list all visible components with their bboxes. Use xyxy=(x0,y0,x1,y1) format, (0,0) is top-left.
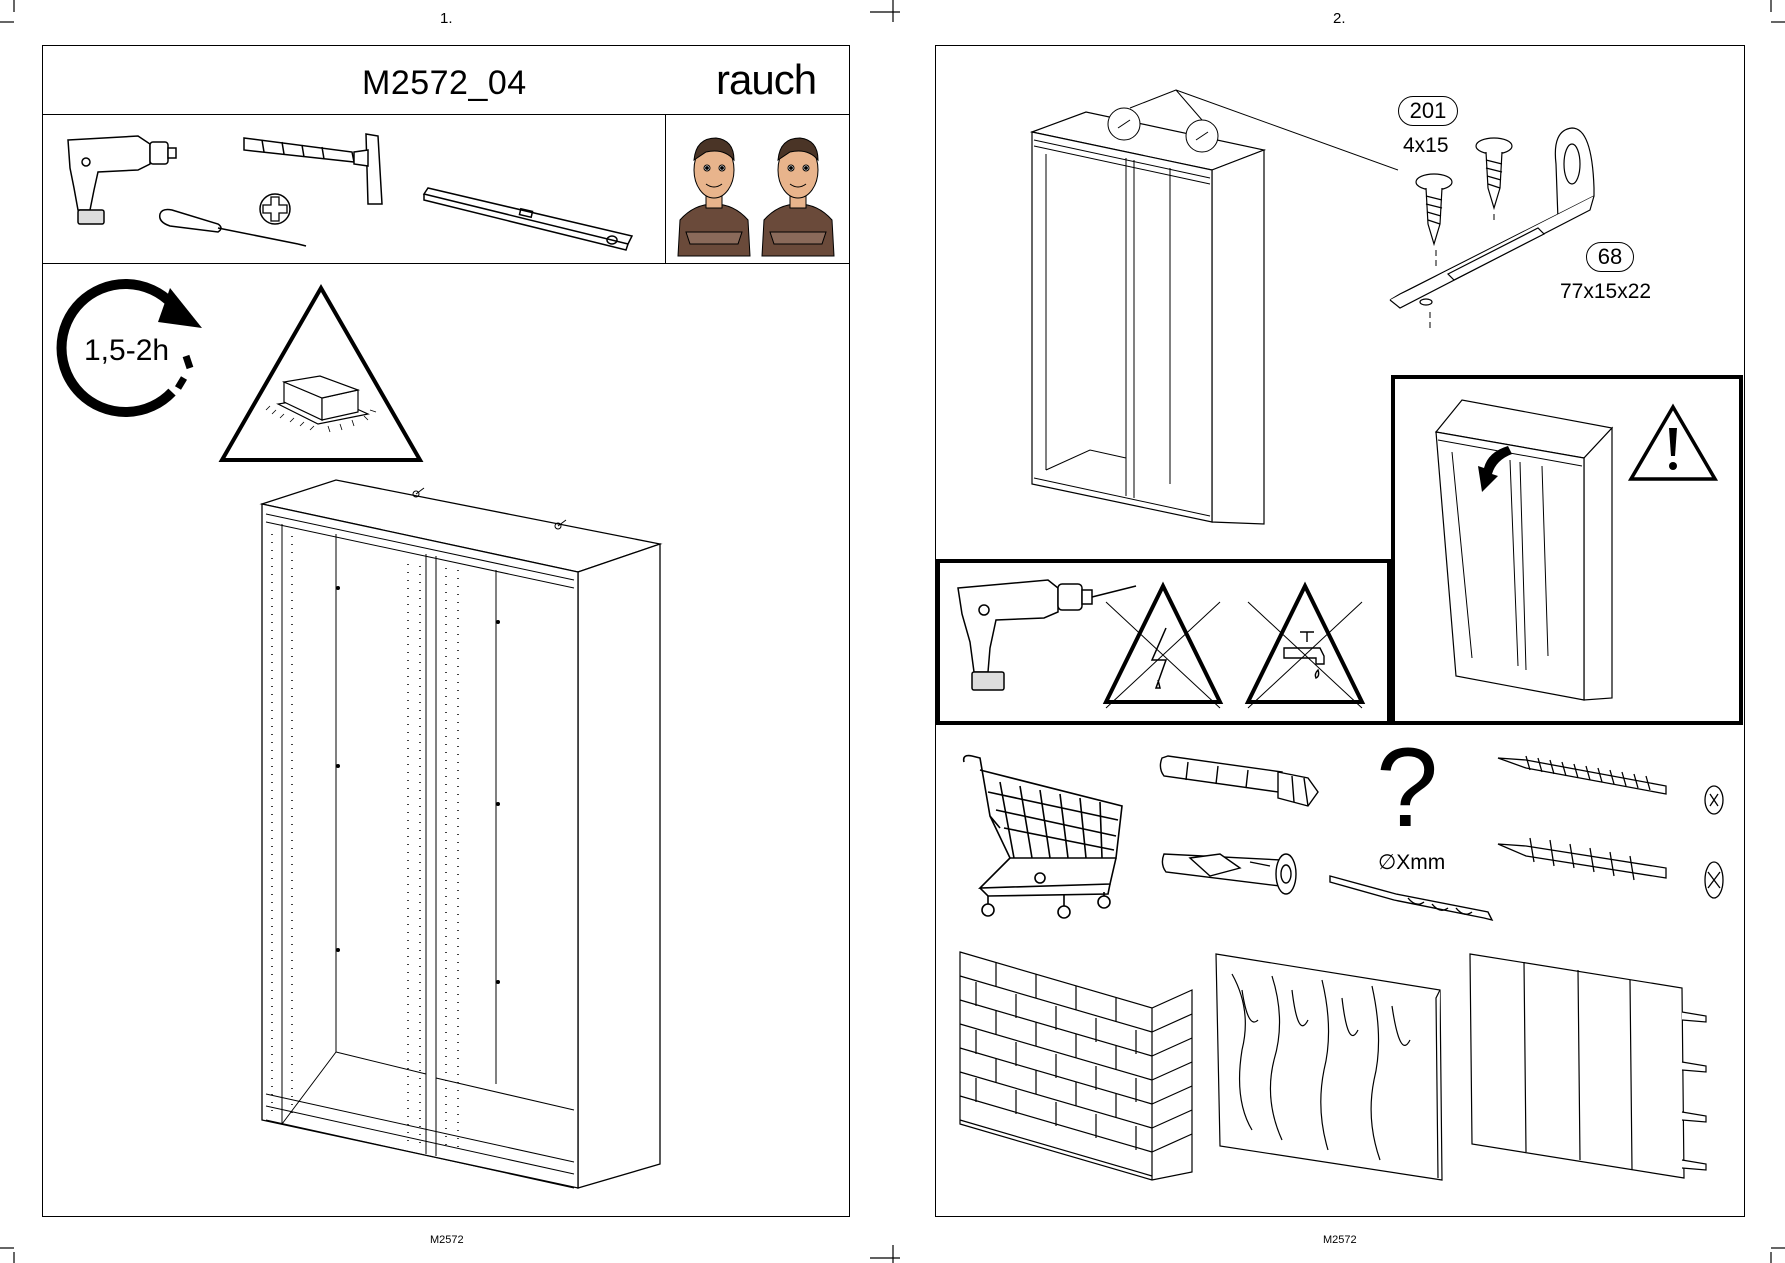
page-footer-left: M2572 xyxy=(430,1234,464,1246)
wood-panel-wall-icon xyxy=(1215,953,1443,1181)
wood-screw-icon xyxy=(1497,755,1724,815)
spirit-level-icon xyxy=(422,187,634,251)
wardrobe-carcass-drawing xyxy=(259,479,663,1189)
drilling-warning-panel xyxy=(936,559,1391,725)
page-number-right: 2. xyxy=(1333,10,1346,27)
right-page-frame xyxy=(935,45,1745,1217)
drill-icon xyxy=(67,135,177,225)
header-divider xyxy=(42,114,850,115)
tools-persons-divider xyxy=(665,114,666,263)
model-number: M2572_04 xyxy=(362,64,527,102)
drill-bit-icon xyxy=(1329,875,1494,922)
wall-plug-ribbed-icon xyxy=(1159,755,1319,807)
brick-wall-icon xyxy=(959,951,1193,1181)
tipping-wardrobe-drawing xyxy=(1434,399,1614,701)
page-footer-right: M2572 xyxy=(1323,1234,1357,1246)
wardrobe-top-view-drawing xyxy=(1029,89,1399,525)
shopping-cart-icon xyxy=(962,754,1123,919)
part-201-label: 201 xyxy=(1398,96,1458,126)
plasterboard-wall-icon xyxy=(1469,953,1707,1179)
electric-hazard-crossed-icon xyxy=(1102,581,1224,709)
phillips-head-icon xyxy=(259,193,291,225)
masonry-screw-icon xyxy=(1497,837,1724,899)
hammer-icon xyxy=(243,133,383,205)
part-201-size: 4x15 xyxy=(1403,134,1449,157)
water-pipe-hazard-crossed-icon xyxy=(1244,581,1366,709)
two-persons-icon xyxy=(677,137,835,257)
tools-divider xyxy=(42,263,850,264)
screws-and-angle-bracket-icon xyxy=(1389,127,1595,328)
part-68-label: 68 xyxy=(1586,242,1634,272)
soft-surface-warning-icon xyxy=(218,283,424,462)
drill-diameter-label: ∅Xmm xyxy=(1378,851,1446,874)
assembly-time: 1,5-2h xyxy=(84,334,170,367)
page-number-left: 1. xyxy=(440,10,453,27)
drill-with-bit-icon xyxy=(957,579,1137,691)
wall-plug-flanged-icon xyxy=(1161,853,1297,895)
part-68-size: 77x15x22 xyxy=(1560,280,1652,303)
anti-tip-panel xyxy=(1391,375,1743,725)
clock-arrow-icon xyxy=(56,279,212,417)
screwdriver-icon xyxy=(158,208,307,247)
question-mark: ? xyxy=(1376,725,1439,850)
caution-exclamation-icon xyxy=(1627,403,1719,481)
brand-logo: rauch xyxy=(716,56,817,103)
left-page-frame xyxy=(42,45,850,1217)
